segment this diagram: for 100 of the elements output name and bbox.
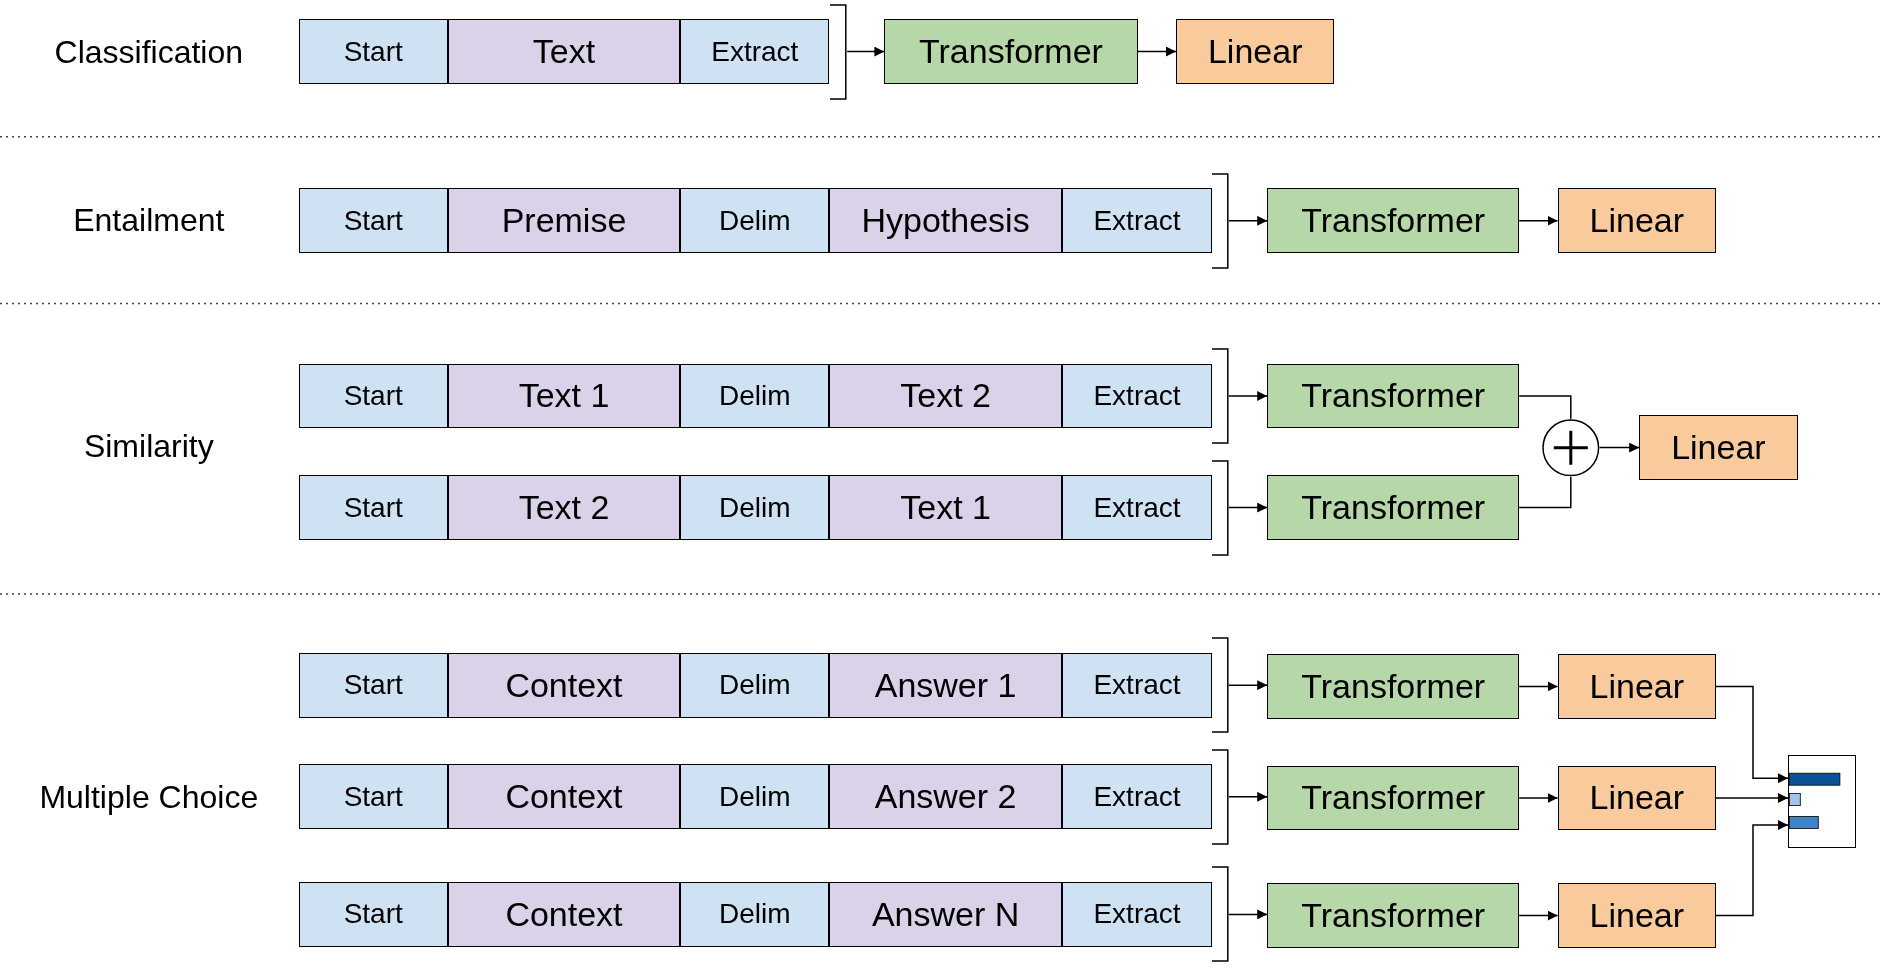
box-label: Transformer xyxy=(1301,778,1486,818)
token-box xyxy=(447,19,681,84)
box-label: Start xyxy=(343,35,403,68)
box-label: Context xyxy=(505,777,623,817)
box-label: Transformer xyxy=(1301,488,1486,528)
token-box xyxy=(829,188,1062,254)
bracket xyxy=(1212,172,1229,269)
bracket xyxy=(1212,637,1229,734)
token-box xyxy=(1062,363,1212,429)
token-box xyxy=(1062,652,1212,718)
bracket xyxy=(1212,866,1229,963)
transformer-box xyxy=(1267,363,1520,429)
task-label: Similarity xyxy=(83,427,214,465)
linear-box xyxy=(1557,188,1716,254)
token-box xyxy=(829,475,1062,540)
arrow xyxy=(1228,791,1268,802)
linear-box xyxy=(1557,883,1716,948)
box-label: Extract xyxy=(1093,491,1181,524)
bracket xyxy=(1212,748,1229,845)
token-box xyxy=(447,363,681,429)
token-box xyxy=(1062,475,1212,540)
box-label: Transformer xyxy=(1301,376,1486,416)
box-label: Transformer xyxy=(919,32,1103,72)
box-label: Extract xyxy=(711,35,799,68)
token-box xyxy=(298,882,448,947)
box-label: Delim xyxy=(719,491,791,524)
token-box xyxy=(447,882,681,947)
sum-circle xyxy=(1542,418,1600,477)
arrow xyxy=(1136,46,1177,57)
token-box xyxy=(680,764,830,830)
token-box xyxy=(447,188,681,254)
token-box xyxy=(829,882,1062,947)
box-label: Extract xyxy=(1093,780,1181,813)
task-label: Multiple Choice xyxy=(39,778,259,816)
box-label: Extract xyxy=(1093,669,1181,702)
box-label: Start xyxy=(343,380,403,412)
arrow xyxy=(846,46,886,57)
token-box xyxy=(447,764,681,830)
arrow xyxy=(1715,685,1789,784)
box-label: Linear xyxy=(1207,32,1303,72)
transformer-box xyxy=(1267,765,1520,831)
box-label: Delim xyxy=(719,669,791,702)
box-label: Delim xyxy=(719,204,791,237)
box-label: Premise xyxy=(501,201,627,241)
box-label: Delim xyxy=(719,898,791,931)
box-label: Answer 1 xyxy=(874,665,1017,705)
box-label: Start xyxy=(343,898,403,931)
box-label: Start xyxy=(343,780,403,813)
box-label: Extract xyxy=(1093,380,1181,412)
linear-box xyxy=(1557,765,1716,831)
box-label: Text 2 xyxy=(518,488,610,528)
box-label: Start xyxy=(343,669,403,702)
token-box xyxy=(1062,764,1212,830)
transformer-box xyxy=(1267,654,1520,719)
box-label: Text 1 xyxy=(900,488,991,528)
arrow xyxy=(1228,502,1268,513)
arrow xyxy=(1228,215,1268,226)
transformer-box xyxy=(1267,475,1520,540)
arrow xyxy=(1518,681,1559,692)
arrow xyxy=(1228,909,1268,920)
bracket xyxy=(1212,348,1229,444)
arrow xyxy=(1228,680,1268,691)
token-box xyxy=(829,652,1062,718)
box-label: Linear xyxy=(1589,666,1685,706)
linear-box xyxy=(1176,19,1335,84)
box-label: Delim xyxy=(719,380,791,412)
box-label: Transformer xyxy=(1301,896,1486,936)
token-box xyxy=(680,19,830,84)
box-label: Start xyxy=(343,204,403,237)
box-label: Answer N xyxy=(871,894,1020,934)
box-label: Transformer xyxy=(1301,201,1486,241)
bracket xyxy=(830,3,848,100)
box-label: Text 1 xyxy=(518,376,610,416)
token-box xyxy=(680,652,830,718)
token-box xyxy=(447,652,681,718)
task-label: Classification xyxy=(54,33,244,71)
box-label: Delim xyxy=(719,780,791,813)
token-box xyxy=(447,475,681,540)
bar-chart-icon xyxy=(1788,754,1857,849)
token-box xyxy=(298,19,448,84)
token-box xyxy=(829,363,1062,429)
box-label: Text 2 xyxy=(900,376,991,416)
box-label: Extract xyxy=(1093,898,1181,931)
box-label: Extract xyxy=(1093,204,1181,237)
token-box xyxy=(298,475,448,540)
box-label: Linear xyxy=(1589,896,1685,936)
box-label: Linear xyxy=(1589,201,1685,241)
linear-box xyxy=(1557,654,1716,719)
arrow xyxy=(1228,391,1268,401)
token-box xyxy=(680,188,830,254)
arrow xyxy=(1715,793,1789,803)
box-label: Context xyxy=(505,894,623,934)
box-label: Transformer xyxy=(1301,666,1486,706)
token-box xyxy=(298,652,448,718)
token-box xyxy=(298,764,448,830)
arrow xyxy=(1518,793,1559,803)
token-box xyxy=(680,882,830,947)
token-box xyxy=(298,188,448,254)
arrow xyxy=(1715,820,1789,917)
token-box xyxy=(680,363,830,429)
